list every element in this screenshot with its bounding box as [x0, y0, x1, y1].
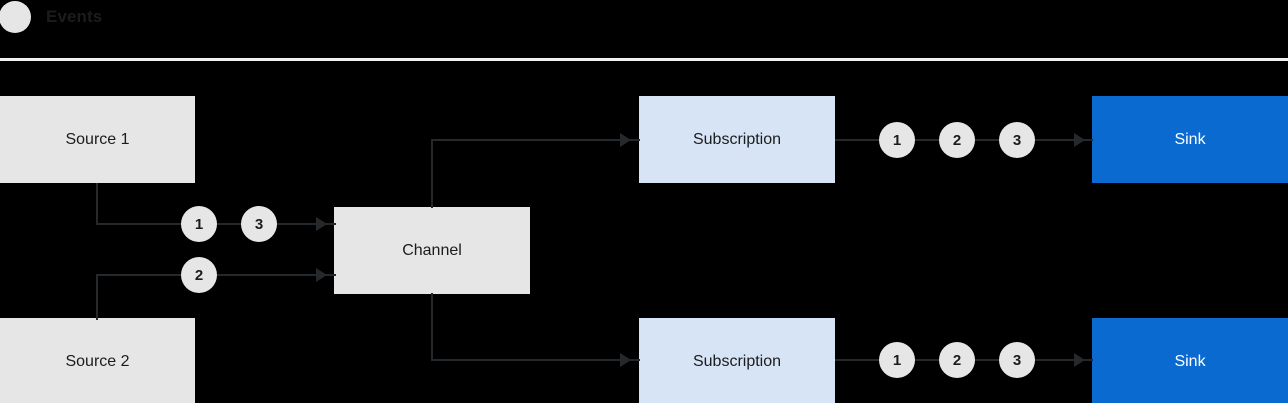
connector-channel-down — [431, 293, 433, 361]
step-badge-sink-bottom-3: 3 — [999, 342, 1035, 378]
page-title: Events — [46, 7, 103, 26]
header: Events — [0, 0, 1288, 61]
connector-source2-up — [96, 274, 98, 320]
node-subscription-bottom[interactable]: Subscription — [639, 318, 835, 403]
node-source-2-label: Source 2 — [65, 352, 130, 370]
step-badge-sink-top-1: 1 — [879, 122, 915, 158]
node-sink-bottom[interactable]: Sink — [1092, 318, 1288, 403]
connector-source1-down — [96, 183, 98, 225]
node-subscription-bottom-label: Subscription — [692, 352, 782, 370]
connector-channel-up — [431, 139, 433, 208]
arrowhead-source1-to-channel — [316, 217, 327, 231]
status-dot-icon — [0, 1, 31, 33]
step-badge-sink-bottom-1: 1 — [879, 342, 915, 378]
arrowhead-channel-to-subscription-top — [620, 133, 631, 147]
node-sink-bottom-label: Sink — [1174, 352, 1206, 370]
node-sink-top[interactable]: Sink — [1092, 96, 1288, 183]
step-badge-sink-top-2: 2 — [939, 122, 975, 158]
node-source-1-label: Source 1 — [65, 130, 130, 148]
node-source-1[interactable]: Source 1 — [0, 96, 195, 183]
step-badge-source1-3: 3 — [241, 206, 277, 242]
node-source-2[interactable]: Source 2 — [0, 318, 195, 403]
node-subscription-top[interactable]: Subscription — [639, 96, 835, 183]
node-subscription-top-label: Subscription — [692, 130, 782, 148]
node-channel-label: Channel — [402, 241, 462, 259]
step-badge-sink-bottom-2: 2 — [939, 342, 975, 378]
arrowhead-subscription-top-to-sink — [1074, 133, 1085, 147]
step-badge-sink-top-3: 3 — [999, 122, 1035, 158]
arrowhead-channel-to-subscription-bottom — [620, 353, 631, 367]
arrowhead-subscription-bottom-to-sink — [1074, 353, 1085, 367]
node-sink-top-label: Sink — [1174, 130, 1206, 148]
arrowhead-source2-to-channel — [316, 268, 327, 282]
node-channel[interactable]: Channel — [334, 207, 530, 294]
connector-channel-to-subscription-bottom — [431, 359, 640, 361]
step-badge-source1-1: 1 — [181, 206, 217, 242]
connector-channel-to-subscription-top — [431, 139, 640, 141]
header-divider — [0, 58, 1288, 61]
step-badge-source2-2: 2 — [181, 257, 217, 293]
